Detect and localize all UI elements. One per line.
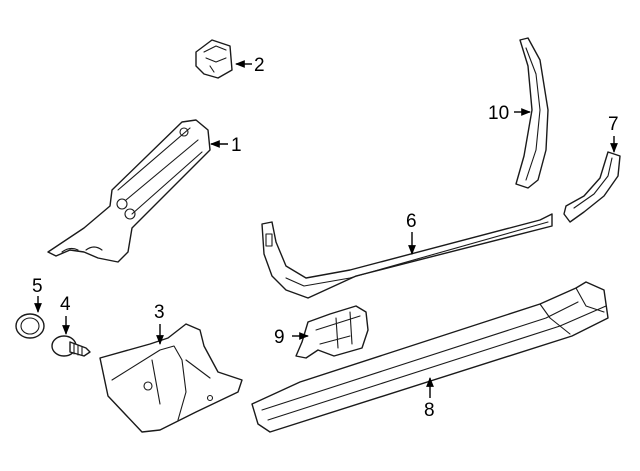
callout-1-label: 1	[231, 135, 242, 156]
callout-2: 2	[235, 55, 265, 76]
callout-10-label: 10	[488, 103, 509, 124]
part-4-fastener	[51, 335, 91, 357]
callout-2-label: 2	[254, 55, 265, 76]
part-8-rocker-panel	[251, 281, 609, 433]
part-9-bracket	[295, 305, 369, 359]
callout-3-label: 3	[154, 302, 165, 323]
callout-8: 8	[424, 377, 435, 421]
part-10-seal	[515, 37, 549, 189]
part-2-clip	[195, 39, 233, 79]
callout-9-label: 9	[274, 327, 285, 348]
part-1-pillar-trim	[47, 119, 211, 263]
callout-4-label: 4	[60, 294, 71, 315]
callout-6-label: 6	[406, 211, 417, 232]
callout-6: 6	[406, 211, 417, 255]
callout-5: 5	[32, 276, 43, 313]
callout-7: 7	[608, 114, 619, 153]
callout-9: 9	[274, 327, 309, 348]
part-6-weatherstrip	[261, 213, 553, 299]
part-7-seal-piece	[563, 151, 621, 223]
callout-7-label: 7	[608, 114, 619, 135]
callout-3: 3	[154, 302, 165, 345]
callout-10: 10	[488, 103, 531, 124]
callout-1: 1	[210, 135, 242, 156]
callout-8-label: 8	[424, 400, 435, 421]
callout-4: 4	[60, 294, 71, 335]
part-5-cap	[15, 313, 45, 339]
callout-5-label: 5	[32, 276, 43, 297]
part-3-kick-panel	[99, 323, 243, 433]
